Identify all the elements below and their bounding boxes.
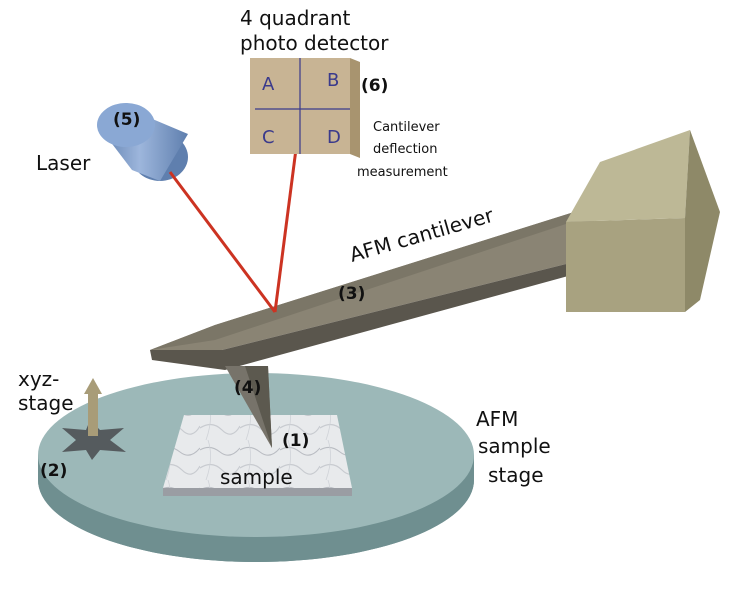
block-front xyxy=(566,218,685,312)
xyz-cross xyxy=(62,420,126,460)
afm-cantilever xyxy=(150,130,720,448)
xyz-number: (2) xyxy=(40,461,67,481)
photo-detector: A B C D xyxy=(250,58,360,158)
deflection-line2: deflection xyxy=(373,142,438,157)
sample-label: sample xyxy=(220,465,293,489)
afm-stage-line1: AFM xyxy=(476,407,518,431)
block-side xyxy=(685,130,720,312)
xyz-arrow-head xyxy=(84,378,102,394)
detector-title-line2: photo detector xyxy=(240,31,389,55)
sample-top xyxy=(163,415,352,488)
xyz-label-line2: stage xyxy=(18,391,74,415)
cantilever-side xyxy=(150,258,590,370)
detector-title-line1: 4 quadrant xyxy=(240,6,351,30)
deflection-line1: Cantilever xyxy=(373,120,440,135)
afm-stage-line2: sample xyxy=(478,434,551,458)
block-top xyxy=(566,130,690,222)
detector-side xyxy=(350,58,360,158)
xyz-label-line1: xyz- xyxy=(18,367,59,391)
sample xyxy=(163,415,352,496)
incident-beam xyxy=(168,171,277,313)
cantilever-number: (3) xyxy=(338,284,365,304)
laser-number: (5) xyxy=(113,110,140,130)
xyz-stage xyxy=(62,378,126,460)
deflection-line3: measurement xyxy=(357,165,448,180)
sample-side xyxy=(163,488,352,496)
afm-stage-line3: stage xyxy=(488,463,544,487)
tip-number: (4) xyxy=(234,378,261,398)
quadrant-b: B xyxy=(327,70,339,91)
cantilever-tip-shade xyxy=(245,366,272,448)
quadrant-a: A xyxy=(262,74,275,95)
cantilever-top-upper xyxy=(150,207,590,350)
laser-top xyxy=(97,103,155,147)
detector-number: (6) xyxy=(361,76,388,96)
sample-number: (1) xyxy=(282,431,309,451)
xyz-arrow-shaft xyxy=(88,393,98,436)
laser-label: Laser xyxy=(36,151,91,175)
laser xyxy=(97,103,188,181)
quadrant-d: D xyxy=(327,127,341,148)
quadrant-c: C xyxy=(262,127,275,148)
